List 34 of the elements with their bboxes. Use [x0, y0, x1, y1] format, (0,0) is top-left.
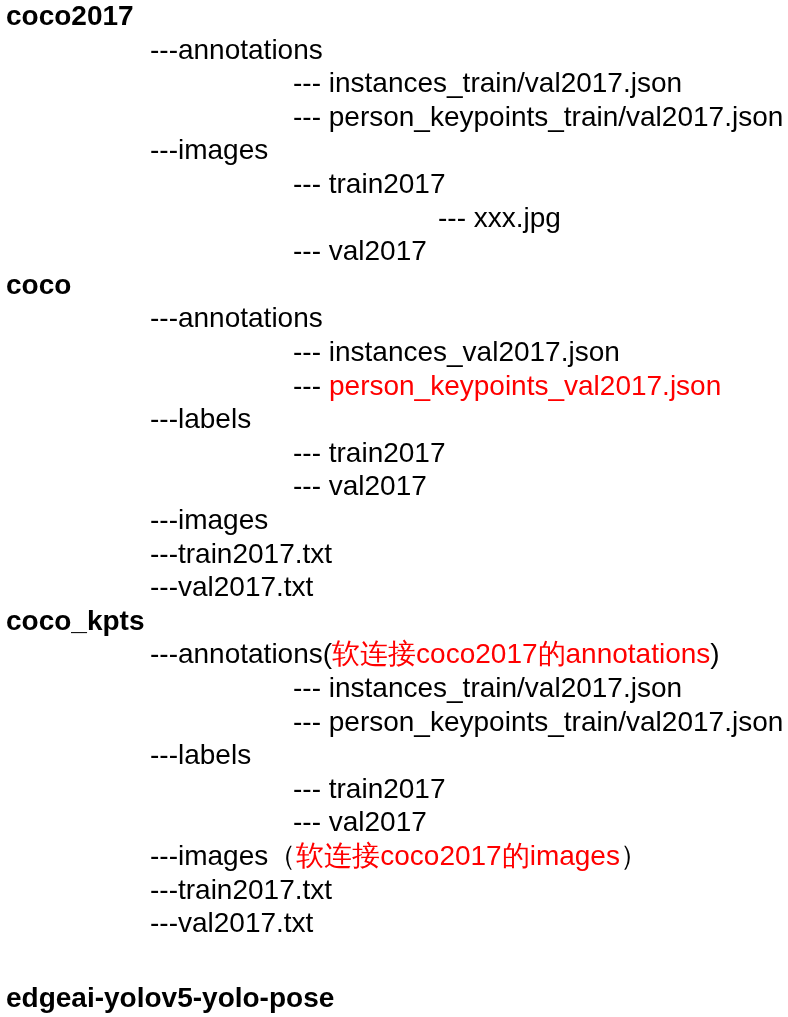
- tree-entry-text: ---images: [150, 504, 269, 535]
- tree-entry-text: --- train2017: [293, 168, 446, 199]
- tree-entry-text: --- train2017: [293, 436, 446, 468]
- tree-entry-text: ---annotations: [150, 302, 323, 334]
- directory-heading: coco_kpts: [6, 604, 145, 636]
- highlighted-text: 软连接coco2017的images: [296, 840, 620, 871]
- tree-entry-text: ---annotations: [150, 33, 323, 65]
- tree-entry-text: ）: [619, 840, 648, 871]
- tree-entry-text: --- person_keypoints_train/val2017.json: [293, 705, 784, 737]
- tree-entry-text: --- val2017: [293, 806, 427, 838]
- tree-entry-text: ---annotations(: [150, 638, 333, 670]
- tree-entry-text: ---labels: [150, 739, 252, 771]
- tree-entry-text: --- train2017: [293, 772, 446, 804]
- tree-entry-text: ---labels: [150, 403, 252, 435]
- tree-entry-text: --- val2017: [293, 235, 427, 267]
- tree-entry-text: ---: [293, 369, 321, 401]
- directory-heading: edgeai-yolov5-yolo-pose: [6, 982, 335, 1013]
- tree-entry-text: --- val2017: [293, 470, 427, 502]
- directory-heading: coco2017: [6, 0, 134, 31]
- highlighted-text: person_keypoints_val2017.json: [329, 369, 722, 401]
- tree-entry-text: ): [710, 638, 720, 670]
- tree-entry-text: --- instances_train/val2017.json: [293, 67, 683, 99]
- tree-entry-text: --- xxx.jpg: [438, 201, 561, 233]
- tree-entry-text: ---images（: [150, 840, 297, 871]
- tree-entry-text: --- person_keypoints_train/val2017.json: [293, 100, 784, 132]
- tree-entry-text: ---train2017.txt: [150, 873, 333, 905]
- tree-entry-text: --- instances_train/val2017.json: [293, 672, 683, 703]
- tree-entry-text: ---images: [150, 134, 269, 166]
- tree-entry-text: ---val2017.txt: [150, 571, 314, 603]
- highlighted-text: 软连接coco2017的annotations: [332, 638, 711, 670]
- tree-entry-text: --- instances_val2017.json: [293, 336, 620, 367]
- directory-heading: coco: [6, 268, 72, 300]
- tree-entry-text: ---train2017.txt: [150, 537, 333, 569]
- tree-entry-text: ---val2017.txt: [150, 907, 314, 939]
